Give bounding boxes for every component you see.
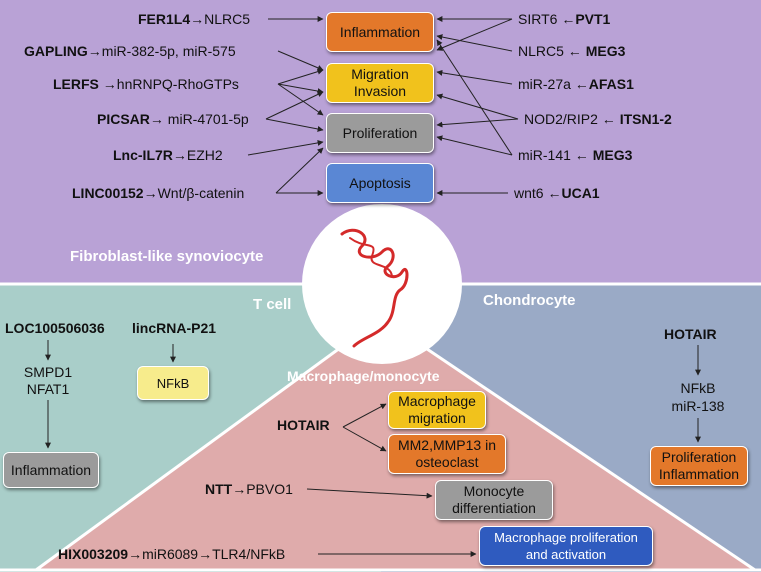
hix003209-label: HIX003209→miR6089→TLR4/NFkB	[58, 546, 286, 562]
fls-title: Fibroblast-like synoviocyte	[70, 248, 264, 265]
macrophage-proliferation-box: Macrophage proliferation and activation	[479, 526, 653, 566]
macro-arrows	[306, 403, 477, 557]
chondro-proliferation-label: Proliferation	[661, 449, 737, 465]
fls-left-item-1: FER1L4→NLRC5	[138, 11, 251, 27]
fls-right-arrows	[436, 16, 519, 196]
fls-left-arrows	[247, 16, 324, 196]
monocyte-differentiation-box: Monocyte differentiation	[435, 480, 553, 520]
chondro-outcome-box: Proliferation Inflammation	[650, 446, 748, 486]
rna-strand-icon	[340, 228, 409, 348]
lincrna-p21-label: lincRNA-P21	[132, 320, 217, 336]
tcell-arrows	[45, 340, 176, 449]
tcell-inflammation-box: Inflammation	[3, 452, 99, 488]
fls-right-item-6: wnt6 ←UCA1	[514, 185, 600, 201]
macrophage-title: Macrophage/monocyte	[287, 368, 440, 384]
osteoclast-box: MM2,MMP13 in osteoclast	[388, 434, 506, 474]
fls-right-item-2: NLRC5 ← MEG3	[518, 43, 626, 59]
migration-invasion-box: Migration Invasion	[326, 63, 434, 103]
invasion-label: Invasion	[353, 83, 407, 99]
chondro-mir138-label: miR-138	[671, 398, 725, 414]
inflammation-box: Inflammation	[326, 12, 434, 52]
macro-hotair-label: HOTAIR	[277, 417, 330, 433]
monocyte-line1: Monocyte	[463, 483, 525, 499]
fls-left-item-3: LERFS →hnRNPQ-RhoGTPs	[53, 76, 239, 92]
proliferation-box: Proliferation	[326, 113, 434, 153]
tcell-title: T cell	[253, 296, 292, 313]
chondro-hotair-label: HOTAIR	[664, 326, 717, 342]
fls-left-item-2: GAPLING→miR-382-5p, miR-575	[24, 43, 236, 59]
ntt-label: NTT→PBVO1	[205, 481, 293, 497]
monocyte-line2: differentiation	[452, 500, 536, 516]
osteoclast-line1: MM2,MMP13 in	[397, 437, 497, 453]
nfat1-label: NFAT1	[26, 381, 70, 397]
loc100506036-label: LOC100506036	[5, 320, 105, 336]
macro-prolif-line2: and activation	[525, 547, 607, 562]
fls-right-item-4: NOD2/RIP2 ← ITSN1-2	[524, 111, 672, 127]
macro-prolif-line1: Macrophage proliferation	[494, 530, 638, 545]
smpd1-label: SMPD1	[23, 364, 73, 380]
macrophage-migration-line2: migration	[408, 410, 466, 426]
fls-left-item-5: Lnc-IL7R→EZH2	[113, 147, 223, 163]
fls-right-item-1: SIRT6 ←PVT1	[518, 11, 611, 27]
apoptosis-box: Apoptosis	[326, 163, 434, 203]
nfkb-box: NFkB	[137, 366, 209, 400]
chondrocyte-title: Chondrocyte	[483, 292, 576, 309]
macrophage-migration-line1: Macrophage	[398, 393, 476, 409]
fls-left-item-4: PICSAR→ miR-4701-5p	[97, 111, 249, 127]
osteoclast-line2: osteoclast	[415, 454, 479, 470]
fls-right-item-5: miR-141 ← MEG3	[518, 147, 633, 163]
center-circle	[302, 204, 462, 364]
chondro-nfkb-label: NFkB	[680, 380, 716, 396]
macrophage-migration-box: Macrophage migration	[388, 391, 486, 429]
fls-left-item-6: LINC00152→Wnt/β-catenin	[72, 185, 245, 201]
migration-label: Migration	[351, 66, 409, 82]
fls-right-item-3: miR-27a ←AFAS1	[518, 76, 634, 92]
chondro-inflammation-label: Inflammation	[658, 466, 740, 482]
